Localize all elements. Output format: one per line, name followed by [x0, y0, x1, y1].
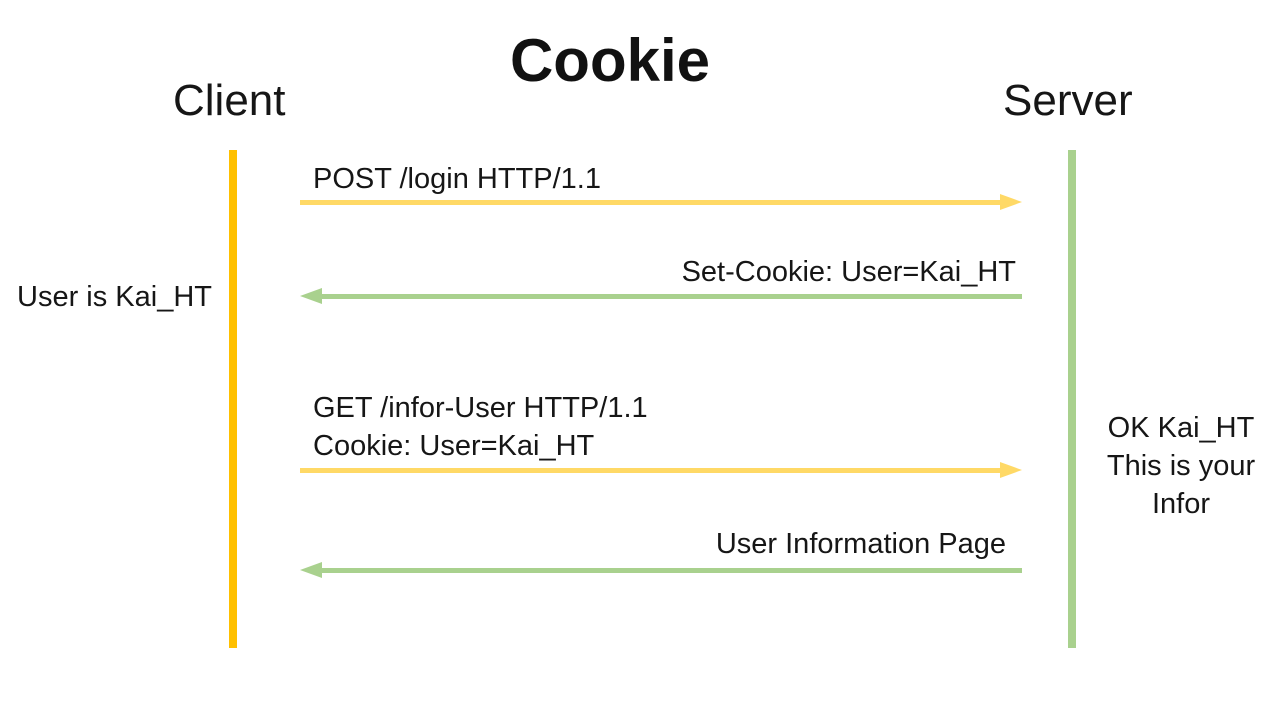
arrow-shaft [300, 468, 1002, 473]
actor-label-client: Client [173, 76, 286, 125]
message-label-cookie-header: Cookie: User=Kai_HT [313, 430, 595, 462]
message-label-get-infor: GET /infor-User HTTP/1.1 [313, 392, 648, 424]
message-label-set-cookie: Set-Cookie: User=Kai_HT [681, 256, 1016, 288]
arrow-head-right-icon [1000, 462, 1022, 478]
server-note: OK Kai_HT This is your Infor [1090, 409, 1272, 523]
message-label-post-login: POST /login HTTP/1.1 [313, 163, 601, 195]
request-arrow-post-login [300, 194, 1022, 210]
response-arrow-user-info-page [300, 562, 1022, 578]
arrow-head-left-icon [300, 562, 322, 578]
request-arrow-get-infor [300, 462, 1022, 478]
server-note-line-1: OK Kai_HT [1107, 412, 1255, 444]
arrow-shaft [320, 568, 1022, 573]
server-lifeline [1068, 150, 1076, 648]
diagram-title: Cookie [509, 27, 711, 94]
message-label-user-info-page: User Information Page [715, 528, 1006, 560]
arrow-shaft [320, 294, 1022, 299]
actor-label-server: Server [1003, 76, 1133, 125]
client-note: User is Kai_HT [17, 281, 212, 313]
arrow-head-right-icon [1000, 194, 1022, 210]
server-note-line-3: Infor [1151, 488, 1211, 520]
response-arrow-set-cookie [300, 288, 1022, 304]
arrow-head-left-icon [300, 288, 322, 304]
client-lifeline [229, 150, 237, 648]
server-note-line-2: This is your [1106, 450, 1256, 482]
arrow-shaft [300, 200, 1002, 205]
